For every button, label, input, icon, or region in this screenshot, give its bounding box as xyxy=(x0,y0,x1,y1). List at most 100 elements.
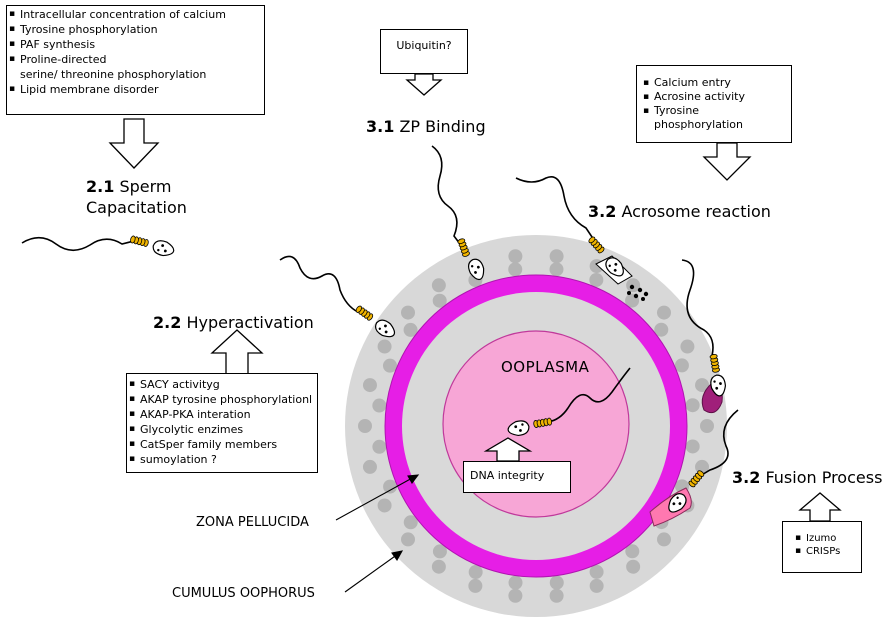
acrosome-factors-box: Calcium entryAcrosine activityTyrosineph… xyxy=(636,65,792,143)
cumulus-cell xyxy=(508,575,523,590)
cumulus-cell xyxy=(680,339,695,354)
factor-item: Glycolytic enzimes xyxy=(127,422,317,437)
factor-item: Acrosine activity xyxy=(641,90,791,104)
cumulus-cell xyxy=(362,459,377,474)
hyperactivation-factors-list: SACY activitygAKAP tyrosine phosphorylat… xyxy=(127,377,317,467)
cumulus-cell xyxy=(468,565,483,580)
label-zp-binding-text: ZP Binding xyxy=(399,117,486,136)
cumulus-cell xyxy=(372,439,387,454)
arrow-ubiquitin xyxy=(405,73,443,96)
sperm-hyperactivated xyxy=(279,255,396,338)
dna-integrity-text: DNA integrity xyxy=(470,469,545,482)
factor-item: Izumo xyxy=(793,532,861,545)
cumulus-cell xyxy=(589,272,604,287)
fusion-factors-list: IzumoCRISPs xyxy=(793,532,861,558)
cumulus-cell xyxy=(508,588,523,603)
cumulus-cell xyxy=(403,515,418,530)
label-capacitation-num: 2.1 xyxy=(86,177,115,196)
acrosome-vesicle xyxy=(629,284,635,290)
acrosome-vesicle xyxy=(641,297,645,301)
label-fusion-num: 3.2 xyxy=(732,468,761,487)
cumulus-cell xyxy=(589,578,604,593)
factor-item: Lipid membrane disorder xyxy=(7,82,264,97)
cumulus-cell xyxy=(432,293,447,308)
factor-item: CatSper family members xyxy=(127,437,317,452)
acrosome-vesicle xyxy=(633,293,639,299)
cumulus-cell xyxy=(432,544,447,559)
cumulus-cell xyxy=(589,564,604,579)
fusion-factors-box: IzumoCRISPs xyxy=(782,521,862,573)
factor-item: SACY activityg xyxy=(127,377,317,392)
label-capacitation-text: Sperm xyxy=(119,177,172,196)
acrosome-vesicle xyxy=(637,287,643,293)
cumulus-cell xyxy=(403,322,418,337)
label-capacitation-text2: Capacitation xyxy=(86,198,187,217)
factor-item: AKAP tyrosine phosphorylationl xyxy=(127,392,317,407)
dna-integrity-box: DNA integrity xyxy=(463,461,571,493)
cumulus-cell xyxy=(549,588,564,603)
cumulus-cell xyxy=(401,305,416,320)
cumulus-cell xyxy=(468,578,483,593)
pointer-cumulus xyxy=(344,553,399,593)
cumulus-cell xyxy=(508,249,523,264)
capacitation-factors-list: Intracellular concentration of calciumTy… xyxy=(7,7,264,97)
acrosome-vesicle xyxy=(643,291,649,297)
sperm-free xyxy=(21,235,175,257)
arrow-to-fusion xyxy=(798,492,842,522)
capacitation-factors-box: Intracellular concentration of calciumTy… xyxy=(6,5,265,115)
label-acrosome-text: Acrosome reaction xyxy=(621,202,771,221)
cumulus-cell xyxy=(549,262,564,277)
cumulus-cell xyxy=(372,398,387,413)
label-acrosome: 3.2 Acrosome reaction xyxy=(588,202,771,221)
cumulus-cell xyxy=(549,249,564,264)
pointer-zona-head xyxy=(407,474,420,484)
factor-item: sumoylation ? xyxy=(127,452,317,467)
acrosome-vesicle xyxy=(627,291,631,295)
sperm-fusing xyxy=(668,409,739,513)
sperm-cells xyxy=(21,145,739,513)
factor-item: Intracellular concentration of calcium xyxy=(7,7,264,22)
cumulus-cell xyxy=(656,305,671,320)
acrosome-factors-list: Calcium entryAcrosine activityTyrosineph… xyxy=(641,76,791,132)
cumulus-cell xyxy=(383,479,398,494)
cumulus-cell xyxy=(401,532,416,547)
cumulus-cell xyxy=(685,398,700,413)
label-ooplasma: OOPLASMA xyxy=(501,358,590,376)
label-zp-binding-num: 3.1 xyxy=(366,117,395,136)
label-hyperactivation-text: Hyperactivation xyxy=(186,313,314,332)
factor-item: Calcium entry xyxy=(641,76,791,90)
factor-item: PAF synthesis xyxy=(7,37,264,52)
arrow-to-capacitation xyxy=(108,118,160,169)
cumulus-cell xyxy=(431,559,446,574)
cumulus-cell xyxy=(685,439,700,454)
cumulus-cell xyxy=(549,575,564,590)
cumulus-cell xyxy=(674,358,689,373)
cumulus-cell xyxy=(377,339,392,354)
factor-item: CRISPs xyxy=(793,545,861,558)
label-cumulus-oophorus: CUMULUS OOPHORUS xyxy=(172,586,315,601)
cumulus-cell xyxy=(700,419,714,433)
cumulus-cell xyxy=(362,378,377,393)
ubiquitin-box: Ubiquitin? xyxy=(380,29,468,74)
factor-item: Tyrosine phosphorylation xyxy=(7,22,264,37)
cumulus-cell xyxy=(695,378,710,393)
pointer-cumulus-head xyxy=(391,550,404,562)
label-capacitation: 2.1 Sperm Capacitation xyxy=(86,176,187,218)
cumulus-cell xyxy=(508,262,523,277)
label-fusion: 3.2 Fusion Process xyxy=(732,468,882,487)
label-fusion-text: Fusion Process xyxy=(765,468,883,487)
cumulus-cell xyxy=(431,278,446,293)
label-acrosome-num: 3.2 xyxy=(588,202,617,221)
cumulus-cell xyxy=(358,419,372,433)
sperm-zp-binding xyxy=(431,145,485,281)
label-hyperactivation-num: 2.2 xyxy=(153,313,182,332)
arrow-to-hyperactivation xyxy=(210,329,264,377)
cumulus-cell xyxy=(654,322,669,337)
label-zp-binding: 3.1 ZP Binding xyxy=(366,117,486,136)
sperm-penetrating xyxy=(681,259,727,397)
cumulus-cell xyxy=(377,498,392,513)
